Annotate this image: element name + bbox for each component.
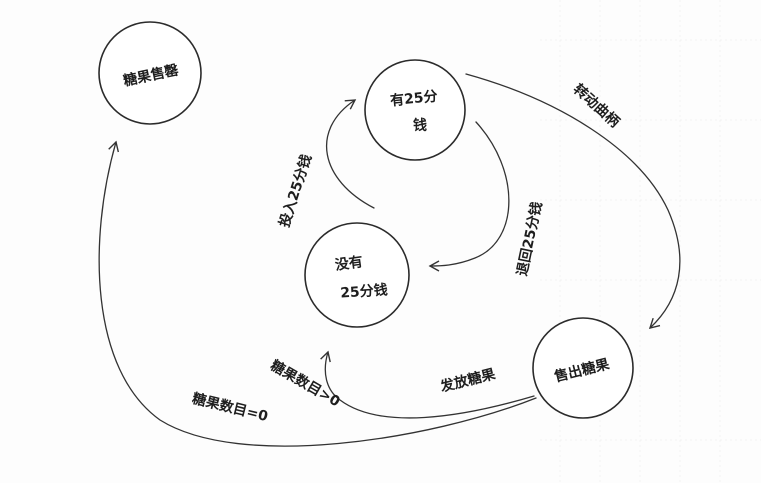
- state-no-quarter: 没有 25分钱: [304, 222, 410, 328]
- edge-eject-quarter: [428, 121, 510, 272]
- edge-count-gt-zero: [320, 350, 535, 419]
- state-sold-out: 糖果售罄: [98, 21, 202, 125]
- state-has-quarter-line2: 钱: [413, 117, 427, 134]
- state-no-quarter-line1: 没有: [334, 253, 364, 274]
- label-count-gt-zero: 糖果数目>0: [267, 357, 343, 411]
- label-dispense: 发放糖果: [438, 365, 498, 396]
- label-eject-quarter: 退回25分钱: [513, 200, 545, 277]
- state-no-quarter-line2: 25分钱: [340, 281, 389, 301]
- state-has-quarter: 有25分 钱: [364, 59, 466, 161]
- background-grid: [540, 0, 761, 483]
- label-insert-quarter: 投入25分钱: [276, 152, 315, 229]
- edge-turn-crank: [465, 73, 681, 329]
- state-has-quarter-line1: 有25分: [389, 88, 438, 110]
- label-turn-crank: 转动曲柄: [570, 81, 623, 131]
- edge-insert-quarter: [326, 99, 375, 209]
- state-sold: 售出糖果: [532, 317, 634, 419]
- edge-count-eq-zero: [98, 140, 537, 447]
- label-count-eq-zero: 糖果数目=0: [190, 390, 270, 425]
